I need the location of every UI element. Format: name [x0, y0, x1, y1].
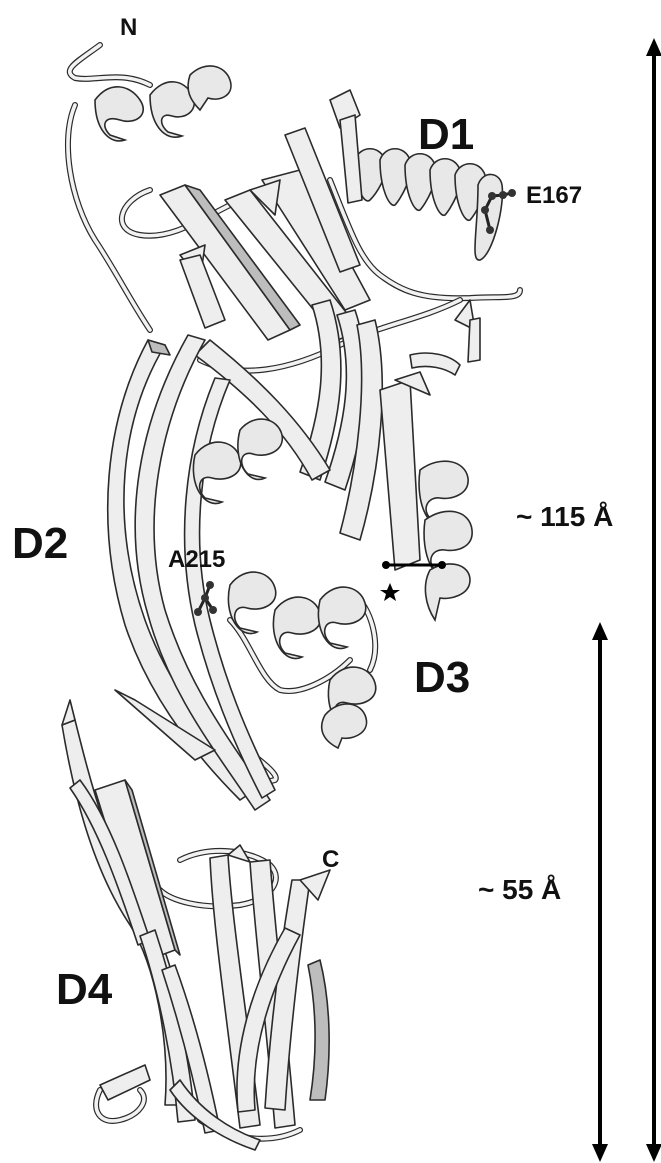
full-length-arrow [646, 38, 661, 1162]
domain-d3-label: D3 [414, 656, 470, 700]
length-full-label: ~ 115 Å [516, 503, 613, 531]
length-lower-label: ~ 55 Å [478, 876, 561, 904]
n-terminus-label: N [120, 16, 137, 40]
domain-d4-label: D4 [56, 968, 112, 1012]
residue-a215-label: A215 [168, 548, 225, 572]
d4-domain [62, 700, 330, 1150]
star-marker [380, 583, 400, 601]
lower-length-arrow [592, 622, 608, 1162]
d1-helix [355, 149, 502, 260]
c-terminus-label: C [322, 848, 339, 872]
residue-e167-label: E167 [526, 184, 582, 208]
domain-d1-label: D1 [418, 113, 474, 157]
domain-d2-label: D2 [12, 522, 68, 566]
